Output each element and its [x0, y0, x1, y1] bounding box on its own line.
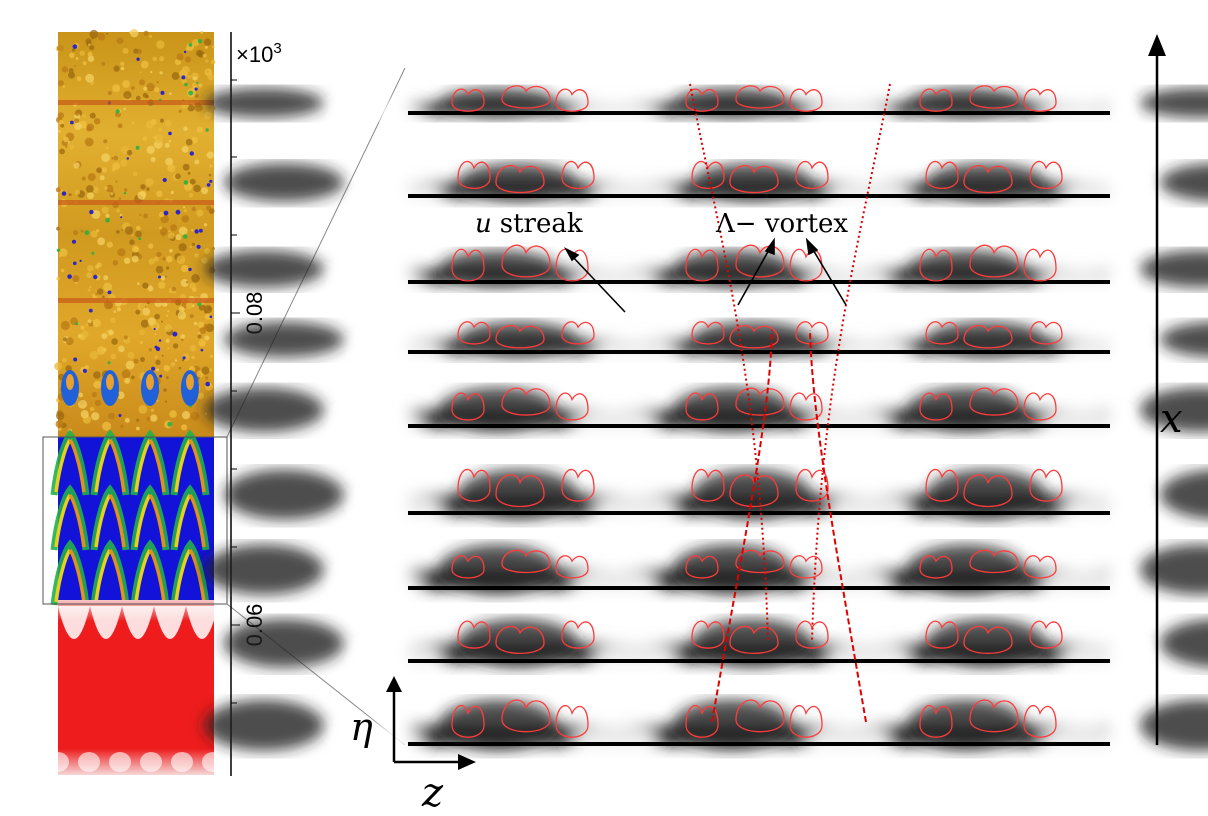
- cross-section-slice: [204, 387, 1208, 435]
- guide-dashed-right: [809, 329, 867, 723]
- zoom-region-box: [42, 436, 228, 605]
- lambda-vortex-structures: [50, 370, 210, 606]
- scale-factor-label: ×103: [236, 40, 282, 67]
- eta-z-axes: [386, 676, 476, 770]
- guide-dotted-left: [689, 83, 769, 641]
- z-axis-label: z: [421, 770, 444, 816]
- zoom-connector-top: [226, 67, 406, 438]
- cross-section-slice: [204, 85, 1208, 120]
- cross-section-slice: [224, 160, 1208, 204]
- cross-section-slices: [204, 85, 1208, 753]
- turbulent-region: [54, 29, 216, 433]
- x-axis-arrow: [1148, 34, 1166, 745]
- cross-section-slice: [224, 321, 1208, 359]
- cross-section-slice: [224, 468, 1208, 522]
- laminar-region: [47, 606, 224, 772]
- vortex-guide-lines: [689, 83, 891, 723]
- x-axis-label: x: [1160, 396, 1183, 442]
- cross-section-slice: [204, 544, 1208, 597]
- guide-dotted-right: [811, 83, 891, 641]
- cross-section-slice: [224, 618, 1208, 670]
- guide-dashed-left: [711, 329, 773, 723]
- eta-axis-label: η: [350, 705, 373, 749]
- lambda-vortex-label: Λ− vortex: [715, 209, 848, 239]
- flow-visualization-panel: [47, 29, 224, 775]
- cross-section-slice: [204, 244, 1208, 290]
